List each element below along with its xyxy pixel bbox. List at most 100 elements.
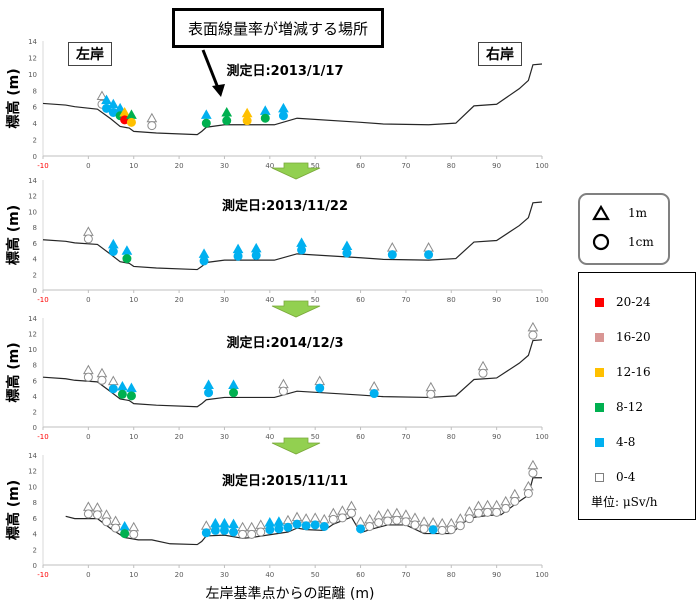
x-tick-label: 70	[401, 571, 410, 579]
marker-1m	[92, 502, 103, 512]
marker-1m	[509, 488, 521, 499]
marker-1cm	[437, 525, 447, 535]
marker-1m	[368, 380, 380, 391]
x-tick-label: 100	[535, 296, 548, 304]
marker-1m	[96, 90, 108, 101]
x-tick-label: 40	[265, 162, 274, 170]
marker-1cm	[387, 250, 397, 260]
y-tick-label: 8	[33, 87, 37, 95]
marker-1cm	[83, 509, 93, 519]
legend-label: 12-16	[616, 365, 651, 379]
marker-1cm	[238, 529, 248, 539]
marker-1m	[482, 499, 493, 510]
right-bank-label: 右岸	[478, 42, 522, 66]
y-tick-label: 6	[33, 240, 38, 248]
x-tick-label: 80	[447, 571, 456, 579]
marker-1cm	[274, 524, 284, 534]
marker-1cm	[204, 388, 214, 398]
x-tick-label: 60	[356, 162, 365, 170]
marker-1cm	[126, 391, 136, 401]
y-tick-label: 14	[28, 38, 37, 46]
marker-1cm	[523, 489, 533, 498]
x-tick-label: 0	[86, 162, 90, 170]
y-tick-label: 14	[28, 452, 37, 460]
legend-item-20-24: 20-24	[595, 295, 651, 309]
marker-1m	[318, 513, 330, 524]
marker-1m	[273, 516, 285, 526]
marker-1m	[473, 500, 484, 511]
marker-1m	[409, 512, 421, 522]
marker-1m	[255, 519, 267, 529]
marker-1m	[219, 517, 230, 528]
marker-1cm	[219, 525, 229, 535]
x-tick-label: 80	[447, 296, 456, 304]
x-tick-label: 10	[129, 162, 138, 170]
marker-1cm	[117, 389, 127, 399]
marker-1m	[101, 94, 112, 105]
x-tick-label: 50	[311, 296, 320, 304]
marker-1m	[477, 360, 489, 371]
x-tick-label: 40	[265, 433, 274, 441]
y-tick-label: 4	[33, 393, 38, 401]
marker-1cm	[222, 116, 232, 126]
legend-label: 4-8	[616, 435, 636, 449]
marker-1cm	[278, 386, 288, 396]
y-tick-label: 4	[33, 256, 38, 264]
legend-label: 8-12	[616, 400, 643, 414]
marker-1m	[454, 513, 466, 523]
unit-label: 単位: μSv/h	[591, 495, 658, 509]
y-tick-label: 4	[33, 120, 38, 128]
marker-1cm	[201, 528, 211, 538]
ground-profile-line	[42, 63, 543, 136]
panel-title: 測定日:2014/12/3	[226, 335, 343, 351]
y-tick-label: 14	[28, 177, 37, 185]
legend-1m: 1m	[592, 205, 647, 221]
marker-1cm	[365, 522, 375, 531]
marker-1m	[355, 516, 366, 526]
x-tick-label: 70	[401, 433, 410, 441]
marker-1cm	[424, 250, 434, 260]
y-tick-label: 12	[28, 193, 37, 201]
marker-1m	[341, 240, 353, 250]
x-tick-label: -10	[37, 162, 48, 170]
marker-1cm	[392, 515, 402, 525]
marker-1m	[119, 520, 131, 531]
marker-1m	[427, 517, 439, 527]
marker-1m	[228, 379, 239, 389]
y-tick-label: 8	[33, 224, 37, 232]
marker-1cm	[492, 507, 502, 517]
marker-1cm	[464, 514, 474, 524]
x-tick-label: -10	[37, 296, 48, 304]
marker-1m	[296, 237, 307, 247]
marker-1m	[282, 514, 294, 525]
x-tick-label: 20	[175, 571, 184, 579]
marker-1m	[107, 375, 119, 386]
marker-1cm	[256, 527, 266, 537]
x-tick-label: 10	[129, 571, 138, 579]
x-tick-label: 20	[175, 162, 184, 170]
marker-1m	[391, 507, 403, 518]
marker-1cm	[122, 254, 132, 264]
marker-1cm	[510, 496, 520, 506]
y-tick-label: 10	[28, 346, 37, 354]
legend-label: 16-20	[616, 330, 651, 344]
panel-title: 測定日:2015/11/11	[222, 473, 348, 489]
marker-1cm	[229, 527, 239, 537]
callout-text: 表面線量率が増減する場所	[187, 19, 368, 38]
x-tick-label: 80	[447, 433, 456, 441]
marker-1m	[117, 380, 128, 391]
marker-1cm	[129, 529, 139, 539]
marker-1m	[221, 106, 233, 117]
marker-1m	[373, 509, 385, 520]
y-tick-label: 2	[33, 137, 37, 145]
marker-1cm	[315, 383, 325, 393]
marker-1cm	[528, 330, 538, 340]
down-arrow-icon	[271, 437, 321, 455]
marker-1cm	[251, 250, 261, 260]
x-tick-label: 50	[311, 162, 320, 170]
marker-1cm	[292, 519, 302, 529]
marker-1cm	[120, 529, 130, 539]
callout-box: 表面線量率が増減する場所	[172, 8, 384, 48]
marker-1cm	[97, 375, 107, 385]
